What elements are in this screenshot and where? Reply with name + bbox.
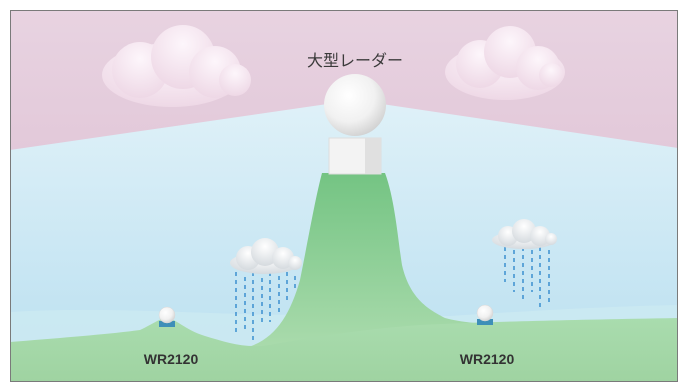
- cloud-icon: [102, 25, 251, 107]
- radar-dome-icon: [324, 74, 386, 136]
- title-label: 大型レーダー: [307, 51, 403, 70]
- radar-dome-icon: [476, 304, 494, 322]
- cloud-icon: [230, 238, 302, 274]
- radar-label-right: WR2120: [460, 351, 515, 367]
- ground: [10, 318, 678, 382]
- radar-base: [159, 321, 175, 327]
- cloud-icon: [492, 219, 557, 249]
- radar-label-left: WR2120: [144, 351, 199, 367]
- small-radar-right: [476, 304, 494, 325]
- radar-base: [477, 319, 493, 325]
- small-radar-left: [158, 306, 176, 327]
- cloud-icon: [445, 26, 565, 100]
- frame-border: [10, 10, 678, 382]
- rain-icon: [504, 247, 550, 310]
- radar-tower-shade: [365, 138, 381, 174]
- radar-dome-icon: [158, 306, 176, 324]
- rain-icon: [235, 272, 296, 340]
